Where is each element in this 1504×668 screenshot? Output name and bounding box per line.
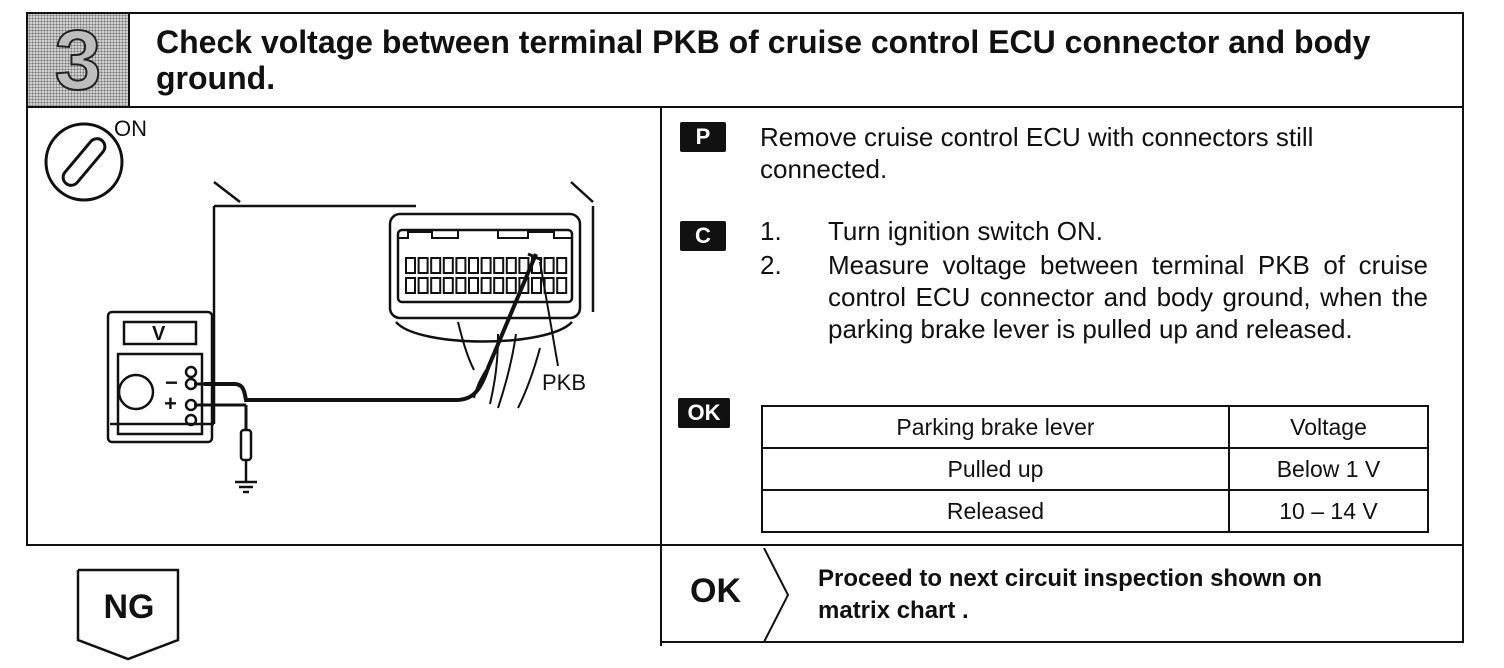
- connector-pin: [417, 277, 429, 294]
- table-header-row: Parking brake lever Voltage: [761, 405, 1429, 449]
- connector-pin: [430, 277, 442, 294]
- table-cell: Pulled up: [761, 447, 1230, 491]
- connector-pin: [468, 257, 479, 274]
- meter-minus-label: −: [165, 370, 178, 395]
- table-header: Voltage: [1228, 405, 1429, 449]
- table-header: Parking brake lever: [761, 405, 1230, 449]
- connector-pin: [442, 277, 454, 294]
- connector-pin: [505, 277, 517, 294]
- connector-pin: [556, 257, 568, 274]
- check-badge: C: [680, 221, 726, 251]
- ground-symbol-icon: [235, 480, 257, 494]
- prep-text: Remove cruise control ECU with connector…: [760, 122, 1314, 184]
- connector-pin: [556, 277, 568, 294]
- connector-pin: [468, 277, 479, 294]
- connector-pin: [430, 257, 442, 274]
- voltmeter: [106, 310, 248, 444]
- ecu-body: [110, 181, 595, 426]
- meter-plus-label: +: [164, 391, 177, 416]
- ok-result-text-line: matrix chart .: [818, 597, 969, 624]
- pkb-terminal-label: PKB: [542, 370, 586, 395]
- connector-pin: [531, 277, 542, 294]
- step-title: Check voltage between terminal PKB of cr…: [156, 24, 1371, 96]
- ok-result-text-line: Proceed to next circuit inspection shown…: [818, 565, 1323, 592]
- connector-pin: [455, 257, 467, 274]
- connector-pin: [480, 257, 492, 274]
- table-row: Released 10 – 14 V: [761, 489, 1429, 533]
- ng-result-box: [76, 568, 180, 661]
- prep-badge: P: [680, 122, 726, 152]
- connector-pin: [442, 257, 454, 274]
- check-item-number-1: 1.: [760, 216, 782, 246]
- ok-result-text: Proceed to next circuit inspection shown…: [818, 563, 1438, 627]
- connector-pin: [417, 257, 429, 274]
- connector-pin: [405, 257, 416, 274]
- connector-pin: [480, 277, 492, 294]
- table-cell: 10 – 14 V: [1228, 489, 1429, 533]
- ok-badge: OK: [678, 398, 730, 428]
- connector-pin: [505, 257, 517, 274]
- ignition-on-label: ON: [114, 116, 147, 141]
- ok-result-box: [660, 546, 1464, 643]
- table-cell: Below 1 V: [1228, 447, 1429, 491]
- probe-lead: [204, 252, 559, 402]
- wiring-diagram: ON V − + PKB: [44, 116, 595, 494]
- step-header: 3 Check voltage between terminal PKB of …: [26, 12, 1464, 108]
- ground-probe: [239, 428, 253, 482]
- connector-pin: [405, 277, 416, 294]
- connector-pin: [518, 257, 530, 274]
- connector-pin: [543, 257, 555, 274]
- table-row: Pulled up Below 1 V: [761, 447, 1429, 491]
- ok-arrow-icon: [763, 548, 790, 642]
- table-cell: Released: [761, 489, 1230, 533]
- connector-pin: [493, 277, 505, 294]
- check-item-text-1: Turn ignition switch ON.: [828, 216, 1104, 246]
- ok-result-label: OK: [690, 572, 741, 610]
- ecu-connector: [388, 212, 582, 343]
- voltage-table: Parking brake lever Voltage Pulled up Be…: [761, 405, 1429, 533]
- step-body: [26, 106, 1464, 546]
- column-divider: [660, 106, 662, 646]
- connector-pin: [493, 257, 505, 274]
- meter-unit-label: V: [152, 323, 166, 345]
- check-item-text-2: Measure voltage between terminal PKB of …: [828, 250, 1428, 344]
- ng-result-label: NG: [103, 588, 155, 626]
- check-item-number-2: 2.: [760, 250, 782, 280]
- step-number: 3: [54, 13, 103, 107]
- step-number-box: 3: [28, 14, 130, 106]
- ignition-key-icon: [44, 122, 124, 202]
- connector-pin: [455, 277, 467, 294]
